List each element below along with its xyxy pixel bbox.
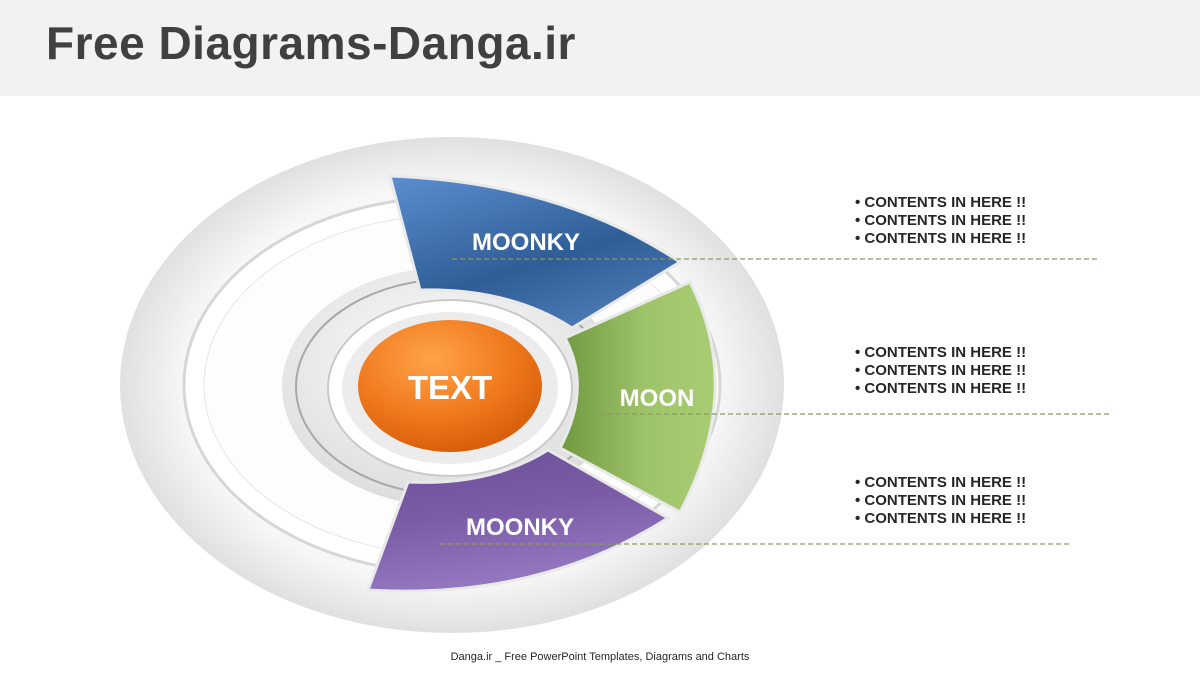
bullet-item: • CONTENTS IN HERE !!: [855, 194, 1027, 211]
segment-label-purple: MOONKY: [466, 514, 574, 541]
bullet-group-1: • CONTENTS IN HERE !! • CONTENTS IN HERE…: [855, 194, 1026, 248]
bullet-item: • CONTENTS IN HERE !!: [855, 510, 1027, 527]
bullet-item: • CONTENTS IN HERE !!: [855, 380, 1027, 397]
segment-green: [557, 280, 717, 515]
segment-blue: [388, 174, 683, 330]
bullet-group-2: • CONTENTS IN HERE !! • CONTENTS IN HERE…: [855, 344, 1026, 398]
segment-label-green: MOON: [620, 385, 695, 412]
bullet-item: • CONTENTS IN HERE !!: [855, 212, 1027, 229]
bullet-item: • CONTENTS IN HERE !!: [855, 344, 1027, 361]
bullet-item: • CONTENTS IN HERE !!: [855, 362, 1027, 379]
header-bar: Free Diagrams-Danga.ir: [0, 0, 1200, 96]
footer-text: Danga.ir _ Free PowerPoint Templates, Di…: [450, 651, 750, 663]
bullet-group-3: • CONTENTS IN HERE !! • CONTENTS IN HERE…: [855, 474, 1026, 528]
bullet-item: • CONTENTS IN HERE !!: [855, 474, 1027, 491]
bullet-item: • CONTENTS IN HERE !!: [855, 492, 1027, 509]
segment-purple: [365, 448, 671, 593]
center-circle: [358, 320, 542, 452]
bullet-item: • CONTENTS IN HERE !!: [855, 230, 1027, 247]
page-title: Free Diagrams-Danga.ir: [46, 17, 576, 69]
center-label: TEXT: [408, 369, 492, 406]
segment-label-blue: MOONKY: [472, 229, 580, 256]
